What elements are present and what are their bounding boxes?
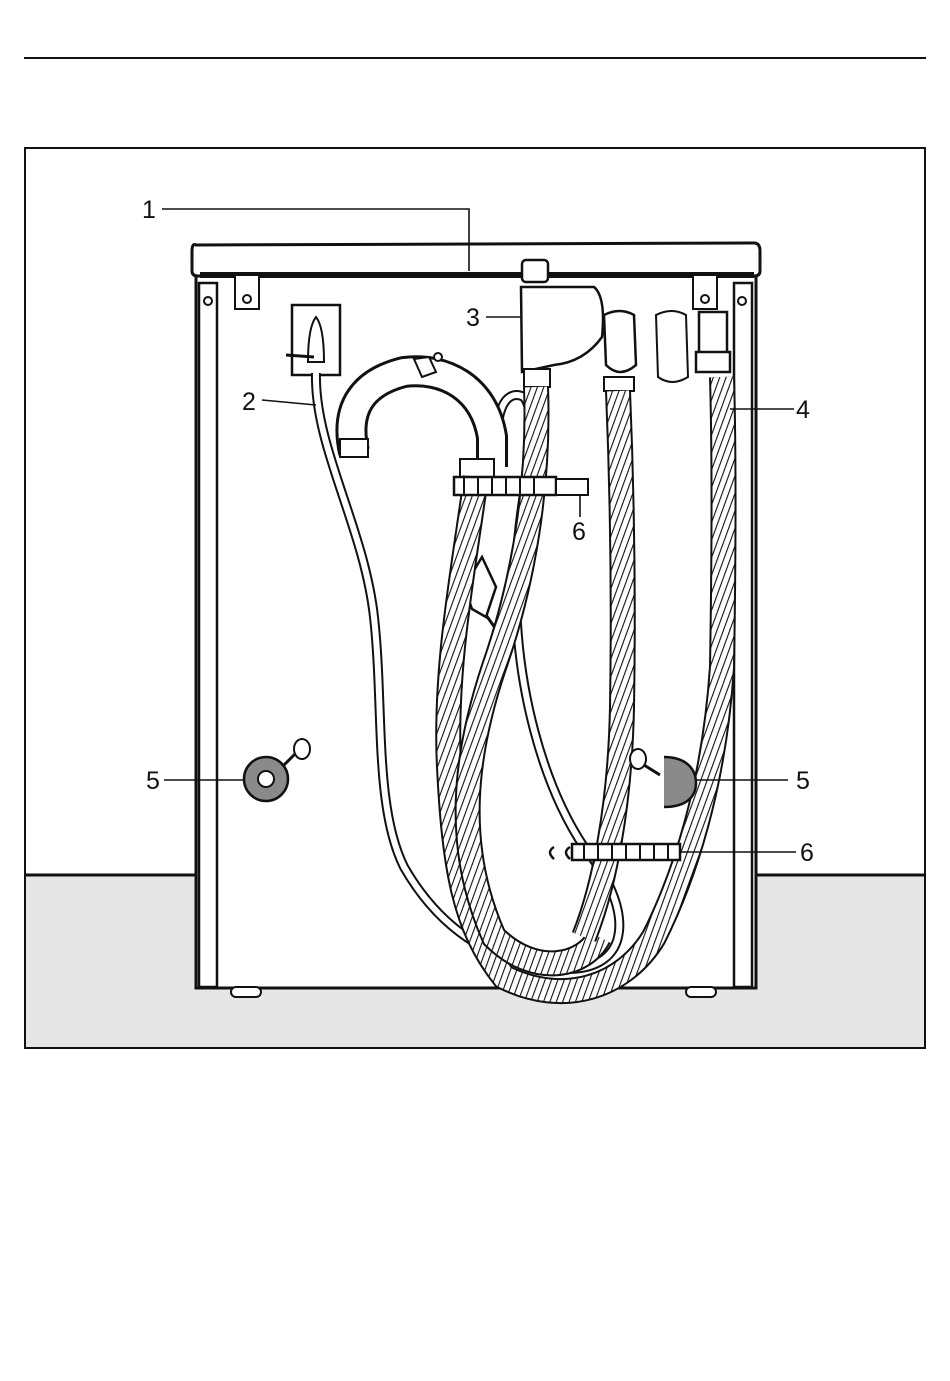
callout-4: 4 bbox=[796, 396, 810, 424]
header-rule bbox=[24, 57, 926, 59]
inlet-hose-connector bbox=[696, 312, 730, 372]
callout-2: 2 bbox=[242, 388, 256, 416]
diagram-frame: 1 2 3 4 5 5 6 6 bbox=[24, 147, 926, 1049]
callout-6-bottom: 6 bbox=[800, 839, 814, 867]
hose-clip-top bbox=[454, 477, 588, 495]
callout-5-left: 5 bbox=[146, 767, 160, 795]
dishwasher-rear-diagram: 1 2 3 4 5 5 6 6 bbox=[24, 147, 926, 1049]
power-cord-holder bbox=[286, 305, 340, 375]
callout-6-top: 6 bbox=[572, 518, 586, 546]
callout-3: 3 bbox=[466, 304, 480, 332]
callout-1: 1 bbox=[142, 196, 156, 224]
callout-5-right: 5 bbox=[796, 767, 810, 795]
